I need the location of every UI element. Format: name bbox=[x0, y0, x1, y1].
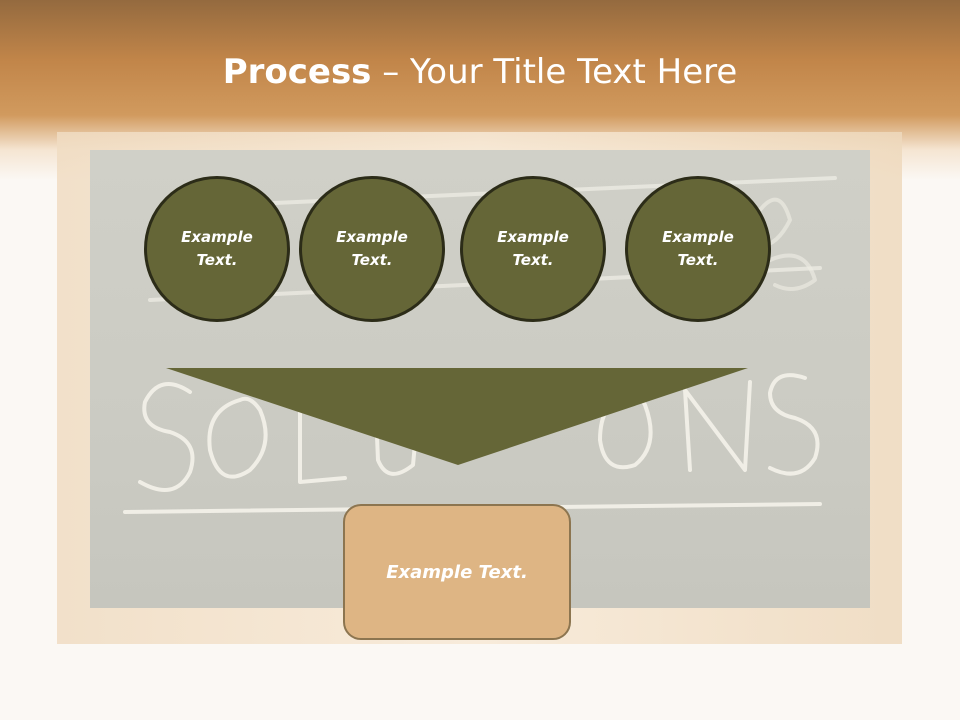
result-box-text: Example Text. bbox=[386, 561, 528, 583]
title-strong: Process bbox=[222, 52, 372, 92]
slide-title: Process – Your Title Text Here bbox=[0, 52, 960, 92]
title-rest: – Your Title Text Here bbox=[371, 52, 738, 92]
result-box: Example Text. bbox=[343, 504, 571, 640]
